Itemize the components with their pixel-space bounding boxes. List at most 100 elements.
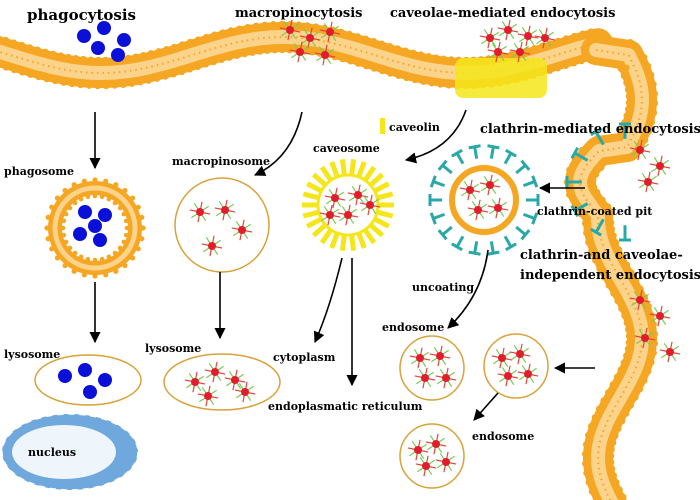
lipid-head bbox=[139, 214, 145, 220]
membrane-right-head bbox=[566, 166, 573, 174]
blue-bead bbox=[93, 233, 107, 247]
membrane-right-head bbox=[618, 417, 626, 425]
membrane-right-head bbox=[591, 414, 599, 421]
membrane-top-head bbox=[554, 37, 562, 45]
nanoparticle bbox=[509, 343, 531, 365]
particle-core bbox=[494, 204, 502, 212]
particle-core bbox=[221, 206, 229, 214]
membrane-top-head bbox=[103, 82, 110, 90]
lipid-head bbox=[117, 205, 123, 211]
lipid-head bbox=[99, 194, 105, 200]
membrane-top-head bbox=[218, 56, 225, 63]
membrane-top-head bbox=[132, 53, 139, 60]
membrane-top-head bbox=[186, 66, 194, 73]
nanoparticle bbox=[224, 369, 246, 391]
membrane-top-head bbox=[354, 33, 361, 40]
nanoparticle bbox=[197, 385, 219, 407]
membrane-right-head bbox=[613, 479, 620, 486]
macropinosome-membrane bbox=[174, 177, 270, 273]
membrane-top-head bbox=[410, 49, 417, 56]
blue-bead bbox=[78, 205, 92, 219]
membrane-top-head bbox=[178, 41, 186, 48]
membrane-top-head bbox=[236, 25, 243, 32]
membrane-top-head bbox=[102, 56, 109, 64]
membrane-right-head bbox=[623, 261, 631, 268]
membrane-top-head bbox=[428, 80, 436, 87]
lipid-head bbox=[112, 200, 118, 206]
membrane-top-head bbox=[395, 72, 402, 79]
label-uncoating: uncoating bbox=[412, 281, 474, 294]
membrane-right-head bbox=[650, 321, 657, 328]
membrane-right-head bbox=[610, 232, 617, 239]
membrane-top-head bbox=[128, 80, 135, 87]
nucleus-pores bbox=[1, 413, 139, 491]
caveolin-spike bbox=[376, 209, 394, 219]
nanoparticle bbox=[517, 363, 539, 385]
membrane-top-head bbox=[378, 67, 386, 75]
nanoparticle bbox=[435, 451, 457, 473]
caveolin-spike bbox=[306, 216, 323, 229]
lipid-head bbox=[81, 178, 87, 184]
nanoparticle bbox=[415, 455, 437, 477]
clathrin-triskelion bbox=[505, 242, 517, 252]
membrane-top-head bbox=[147, 50, 155, 57]
nucleus-inner bbox=[12, 425, 116, 479]
caveolin-spike bbox=[362, 165, 377, 182]
membrane-top-head bbox=[411, 76, 419, 84]
membrane-top-head bbox=[440, 55, 447, 62]
membrane-right-head bbox=[608, 465, 616, 473]
blue-bead bbox=[58, 369, 72, 383]
lipid-head bbox=[106, 254, 112, 260]
membrane-top-head bbox=[2, 36, 10, 44]
membrane-top-head bbox=[52, 77, 59, 85]
particle-core bbox=[636, 296, 644, 304]
particle-core bbox=[524, 32, 532, 40]
particle-core bbox=[204, 392, 212, 400]
clathrin-triskelion bbox=[505, 148, 517, 158]
particle-core bbox=[231, 376, 239, 384]
membrane-right-head bbox=[615, 246, 623, 253]
membrane-top-head bbox=[120, 81, 127, 88]
membrane-right-head bbox=[608, 225, 616, 233]
particle-core bbox=[296, 48, 304, 56]
pit-clathrin bbox=[574, 202, 589, 213]
label-endoplasmatic-reticulum: endoplasmatic reticulum bbox=[268, 400, 423, 413]
label-macropinosome: macropinosome bbox=[172, 155, 270, 168]
membrane-right-head bbox=[624, 105, 632, 113]
particle-core bbox=[344, 211, 352, 219]
lipid-head bbox=[49, 246, 55, 252]
membrane-right-head bbox=[582, 441, 590, 448]
membrane-top-head bbox=[346, 30, 353, 38]
membrane-top-head bbox=[370, 65, 378, 72]
membrane-right-head bbox=[592, 497, 600, 500]
membrane-right-head bbox=[650, 81, 657, 88]
pit-clathrin bbox=[574, 151, 589, 162]
nanoparticle bbox=[324, 187, 346, 209]
particle-core bbox=[504, 26, 512, 34]
label-independent-1: clathrin-and caveolae- bbox=[520, 248, 683, 263]
nanoparticle bbox=[319, 204, 341, 226]
membrane-top-head bbox=[43, 75, 51, 83]
particle-core bbox=[326, 211, 334, 219]
membrane-top-head bbox=[57, 52, 64, 59]
membrane-right-head bbox=[628, 269, 635, 276]
membrane-right-head bbox=[620, 72, 628, 80]
arrow-to-macropinosome bbox=[253, 111, 303, 176]
membrane-top-head bbox=[80, 55, 87, 63]
membrane-right-head bbox=[623, 410, 630, 417]
membrane-top-head bbox=[186, 38, 194, 46]
particle-core bbox=[196, 208, 204, 216]
label-lysosome-1: lysosome bbox=[4, 348, 60, 361]
nucleus bbox=[1, 413, 139, 491]
membrane-top-head bbox=[140, 51, 147, 59]
label-endosome-1: endosome bbox=[382, 321, 444, 334]
lipid-head bbox=[92, 257, 98, 263]
lipid-head bbox=[122, 262, 128, 269]
membrane-right-head bbox=[624, 86, 632, 93]
particle-core bbox=[644, 178, 652, 186]
membrane-top-head bbox=[362, 35, 369, 42]
nanoparticle bbox=[289, 41, 311, 63]
membrane-right-head bbox=[614, 133, 621, 141]
particle-core bbox=[432, 440, 440, 448]
